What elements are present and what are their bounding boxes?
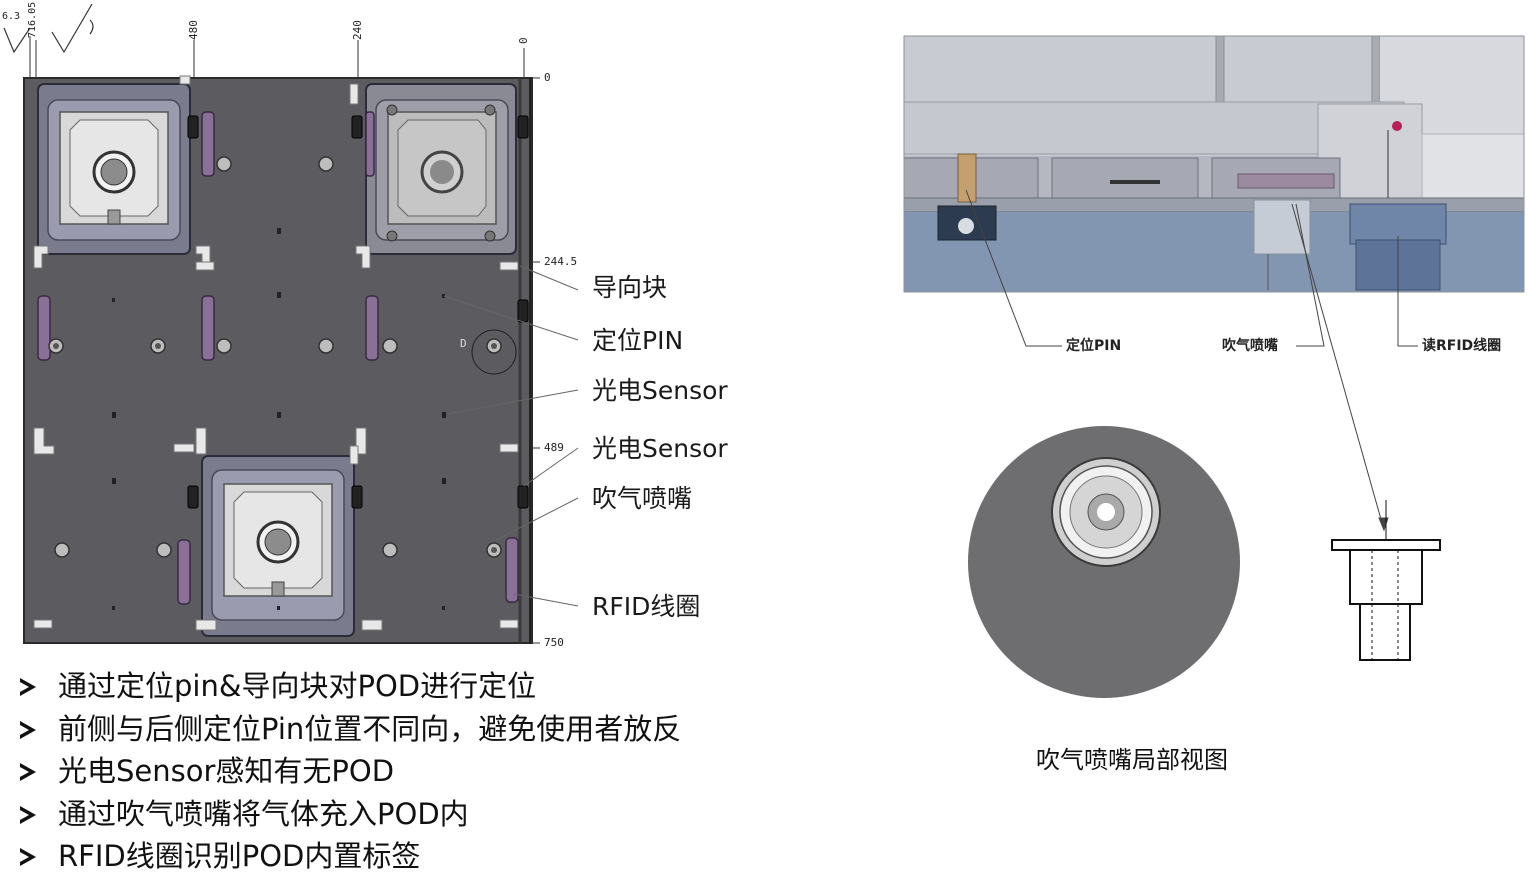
- roughness-symbols: [3, 3, 94, 54]
- bullet-item: 通过定位pin&导向块对POD进行定位: [20, 668, 681, 711]
- callout-rfid-coil: RFID线圈: [592, 592, 701, 621]
- arrow-bullet-icon: [20, 678, 36, 696]
- pod-bottom: [201, 455, 355, 637]
- rfid-coils: [37, 111, 519, 605]
- locating-pins: [112, 228, 446, 610]
- arrow-bullet-icon: [20, 763, 36, 781]
- pod-top-right: [365, 83, 517, 255]
- roughness-value: 6.3: [2, 11, 21, 22]
- guide-blocks: [33, 75, 519, 631]
- callout-photo-sensor-2: 光电Sensor: [592, 434, 728, 463]
- bullet-text: 前侧与后侧定位Pin位置不同向，避免使用者放反: [58, 711, 682, 746]
- callout-guide-block: 导向块: [592, 273, 668, 302]
- hole-mark-d: D: [460, 337, 467, 350]
- dim-right-244-5: 244.5: [544, 255, 578, 268]
- dim-right-0: 0: [544, 71, 551, 84]
- detail-circle: [471, 329, 517, 375]
- arrow-bullet-icon: [20, 848, 36, 866]
- bullet-text: 通过吹气喷嘴将气体充入POD内: [58, 796, 469, 831]
- detail-caption: 吹气喷嘴局部视图: [1036, 746, 1228, 774]
- section-label-nozzle: 吹气喷嘴: [1222, 338, 1278, 354]
- feature-bullet-list: 通过定位pin&导向块对POD进行定位 前侧与后侧定位Pin位置不同向，避免使用…: [20, 668, 681, 881]
- dim-right-489: 489: [544, 441, 564, 454]
- pod-top-left: [37, 83, 191, 255]
- section-view: [903, 35, 1525, 293]
- section-label-rfid: 读RFID线圈: [1422, 338, 1502, 354]
- nozzle-holes: [48, 156, 502, 558]
- bullet-item: 前侧与后侧定位Pin位置不同向，避免使用者放反: [20, 711, 681, 754]
- arrow-bullet-icon: [20, 805, 36, 824]
- bullet-item: RFID线圈识别POD内置标签: [20, 838, 681, 881]
- arrow-bullet-icon: [20, 720, 36, 739]
- bullet-text: RFID线圈识别POD内置标签: [58, 839, 421, 873]
- bullet-text: 通过定位pin&导向块对POD进行定位: [58, 669, 537, 703]
- callout-air-nozzle: 吹气喷嘴: [592, 484, 693, 513]
- dim-right-750: 750: [544, 636, 564, 649]
- callout-locating-pin: 定位PIN: [592, 326, 684, 355]
- bullet-item: 通过吹气喷嘴将气体充入POD内: [20, 796, 681, 839]
- dimension-lines: [29, 36, 540, 644]
- bullet-text: 光电Sensor感知有无POD: [58, 754, 395, 788]
- callout-leaders: [443, 265, 579, 607]
- section-label-pin: 定位PIN: [1066, 338, 1122, 354]
- nozzle-profile: [1331, 500, 1441, 661]
- bullet-item: 光电Sensor感知有无POD: [20, 753, 681, 796]
- photo-sensors: [187, 115, 529, 509]
- callout-photo-sensor-1: 光电Sensor: [592, 376, 728, 405]
- nozzle-detail-top: [968, 426, 1240, 698]
